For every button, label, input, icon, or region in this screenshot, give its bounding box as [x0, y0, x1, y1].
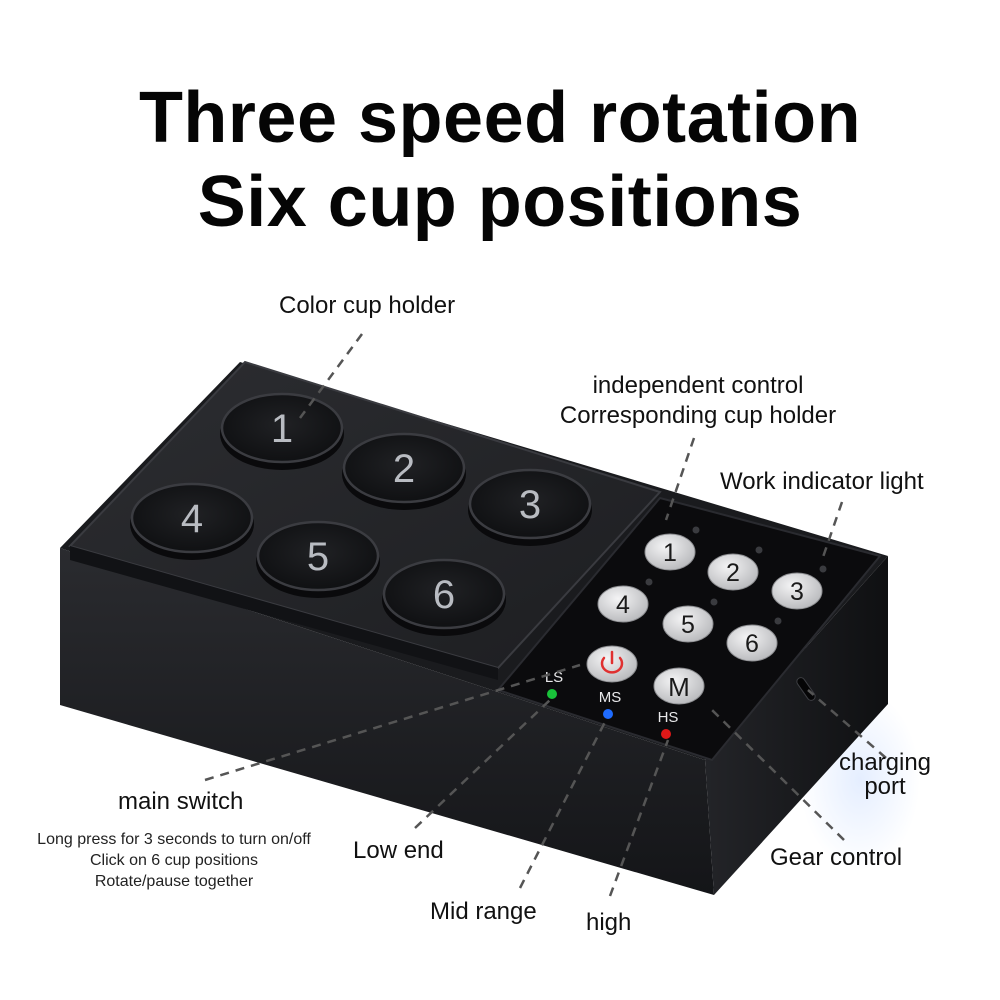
- cup-button-label: 2: [726, 559, 740, 587]
- body-front-face: [60, 548, 714, 895]
- cup-holder-2: 2: [342, 432, 466, 510]
- gear-button-face[interactable]: [653, 667, 705, 705]
- cup-holder-5: 5: [256, 520, 380, 598]
- charging-port[interactable]: [795, 676, 816, 702]
- gear-button-label: M: [668, 672, 690, 702]
- leader-main-switch: [204, 663, 581, 782]
- speed-led: [661, 729, 671, 739]
- cup-holder-well: [256, 520, 380, 592]
- speed-label: HS: [658, 709, 679, 726]
- cup-button-face[interactable]: [662, 605, 714, 643]
- cup-number-label: 6: [433, 573, 455, 617]
- headline-line-2: Six cup positions: [197, 162, 803, 242]
- gear-control-button[interactable]: M: [653, 667, 705, 705]
- cup-number-label: 5: [307, 535, 329, 579]
- power-button[interactable]: [586, 645, 638, 683]
- label-gear-control: Gear control: [770, 844, 903, 871]
- cup-button-3[interactable]: 3: [771, 572, 823, 610]
- leader-charging-port: [807, 689, 887, 759]
- cup-button-face[interactable]: [771, 572, 823, 610]
- label-high: high: [586, 909, 632, 936]
- work-indicator-light: [692, 526, 700, 534]
- label-charging-port-1: charging: [838, 749, 932, 776]
- cup-holder-1: 1: [220, 392, 344, 470]
- cup-button-label: 6: [745, 630, 759, 658]
- cup-tray-edge: [70, 546, 498, 680]
- cup-button-face[interactable]: [644, 533, 696, 571]
- cup-number-label: 3: [519, 483, 541, 527]
- cup-button-face[interactable]: [726, 624, 778, 662]
- cup-holder-well: [220, 392, 344, 464]
- power-icon: [600, 650, 624, 674]
- speed-indicator-hs: HS: [658, 709, 679, 739]
- cup-button-5[interactable]: 5: [662, 605, 714, 643]
- cup-holder-3: 3: [468, 468, 592, 546]
- headline-line-1: Three speed rotation: [138, 78, 862, 158]
- label-charging-port-2: port: [864, 773, 906, 800]
- label-independent-control-2: Corresponding cup holder: [559, 402, 837, 429]
- cup-button-label: 5: [681, 611, 695, 639]
- cup-button-label: 1: [663, 539, 677, 567]
- leader-color-cup: [298, 333, 364, 419]
- cup-number-label: 2: [393, 447, 415, 491]
- cup-number-label: 1: [271, 407, 293, 451]
- cup-holder-well: [382, 558, 506, 630]
- work-indicator-light: [755, 546, 763, 554]
- cup-holder-6: 6: [382, 558, 506, 636]
- cup-wells: 1 2 3 4 5 6: [130, 392, 592, 636]
- leader-work-indicator: [820, 501, 844, 561]
- speed-label: MS: [599, 689, 622, 706]
- cup-button-face[interactable]: [597, 585, 649, 623]
- label-low-end: Low end: [353, 837, 444, 864]
- work-indicator-light: [710, 598, 718, 606]
- cup-button-6[interactable]: 6: [726, 624, 778, 662]
- cup-button-4[interactable]: 4: [597, 585, 649, 623]
- label-main-switch: main switch: [118, 788, 244, 815]
- cup-button-1[interactable]: 1: [644, 533, 696, 571]
- leader-lines: [204, 333, 887, 897]
- cup-holder-well: [130, 482, 254, 554]
- cup-holder-well: [342, 432, 466, 504]
- cup-button-face[interactable]: [707, 553, 759, 591]
- main-switch-note-2: Click on 6 cup positions: [89, 852, 259, 869]
- speed-led: [547, 689, 557, 699]
- cup-button-2[interactable]: 2: [707, 553, 759, 591]
- label-color-cup-holder: Color cup holder: [279, 292, 456, 319]
- label-independent-control-1: independent control: [592, 372, 804, 399]
- speed-indicator-ms: MS: [599, 689, 622, 719]
- leader-independent-control: [664, 437, 696, 521]
- cup-button-label: 4: [616, 591, 630, 619]
- main-switch-note-1: Long press for 3 seconds to turn on/off: [37, 831, 311, 848]
- cup-holder-well: [468, 468, 592, 540]
- cup-tray: [68, 360, 662, 670]
- main-switch-note-3: Rotate/pause together: [94, 873, 254, 890]
- leader-high: [608, 739, 670, 897]
- cup-button-label: 3: [790, 578, 804, 606]
- work-indicator-light: [819, 565, 827, 573]
- cup-holder-4: 4: [130, 482, 254, 560]
- label-mid-range: Mid range: [430, 898, 537, 925]
- body-side-face: [705, 556, 888, 895]
- label-work-indicator: Work indicator light: [720, 468, 924, 495]
- speed-led: [603, 709, 613, 719]
- cup-number-label: 4: [181, 497, 203, 541]
- work-indicator-light: [774, 617, 782, 625]
- work-indicator-light: [645, 578, 653, 586]
